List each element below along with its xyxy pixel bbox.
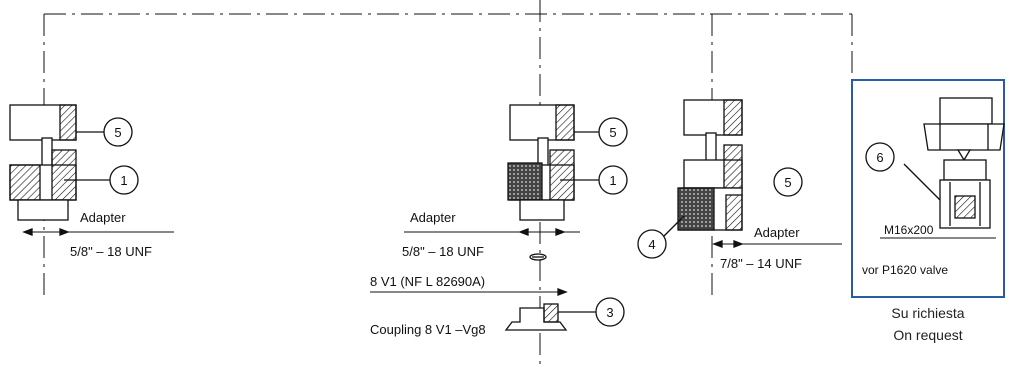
callout-6: [865, 142, 895, 172]
adapter-mid-label: Adapter: [410, 210, 456, 225]
nf-label: 8 V1 (NF L 82690A): [370, 274, 485, 289]
m16-label: M16x200: [884, 223, 934, 237]
callout-5-right-text: 5: [784, 175, 791, 190]
coupling-label: Coupling 8 V1 –Vg8: [370, 322, 486, 337]
callout-4: [637, 229, 667, 259]
callout-3: [595, 297, 625, 327]
request-note-en: On request: [893, 327, 962, 343]
valve-label: vor P1620 valve: [862, 263, 948, 277]
callout-5-mid-text: 5: [609, 125, 616, 140]
callout-4-text: 4: [648, 237, 655, 252]
callout-6-text: 6: [876, 150, 883, 165]
callout-5-right: [773, 167, 803, 197]
callout-3-text: 3: [606, 305, 613, 320]
callout-5-left-text: 5: [114, 125, 121, 140]
thread-left-label: 5/8" – 18 UNF: [70, 244, 152, 259]
adapter-right-drawing: [659, 99, 842, 248]
callout-1-left-text: 1: [120, 173, 127, 188]
thread-right-label: 7/8" – 14 UNF: [720, 256, 802, 271]
adapter-mid-drawing: [370, 104, 600, 331]
callout-1-left: [109, 165, 139, 195]
callout-1-mid-text: 1: [609, 173, 616, 188]
callout-1-mid: [598, 165, 628, 195]
adapter-left-label: Adapter: [80, 210, 126, 225]
adapter-right-label: Adapter: [754, 225, 800, 240]
request-note-it: Su richiesta: [891, 305, 964, 321]
callout-5-left: [103, 117, 133, 147]
valve-drawing: [880, 97, 1005, 239]
adapter-left-drawing: [9, 104, 174, 236]
thread-mid-label: 5/8" – 18 UNF: [402, 244, 484, 259]
callout-5-mid: [598, 117, 628, 147]
